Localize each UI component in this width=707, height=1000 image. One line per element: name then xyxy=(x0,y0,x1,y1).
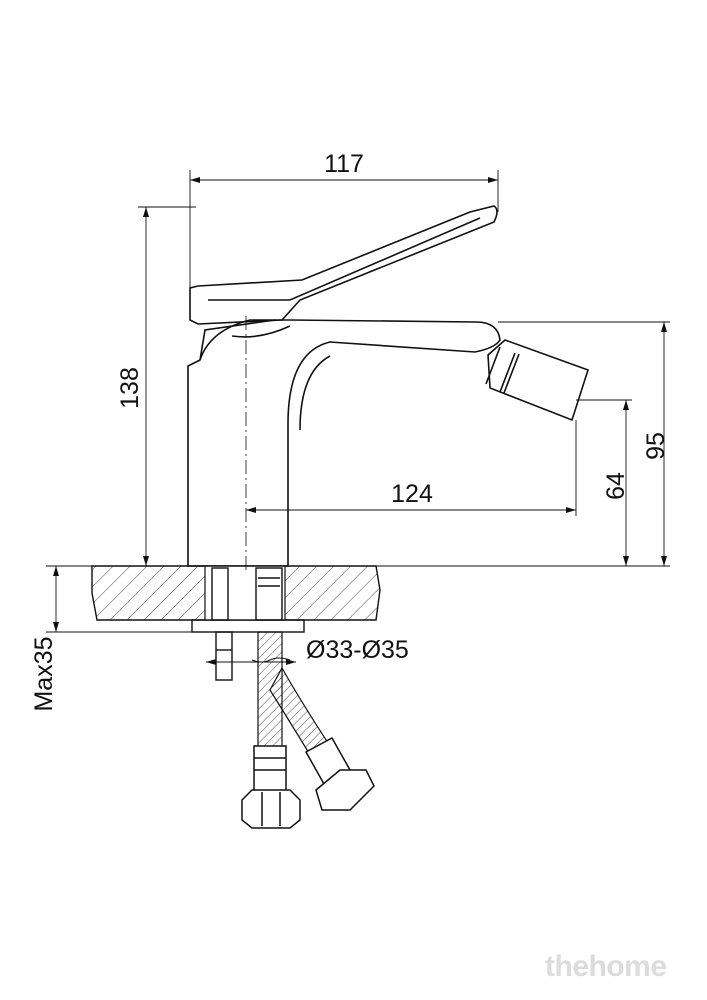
outlet-nozzle xyxy=(485,339,589,422)
dim-height-total: 138 xyxy=(116,367,144,409)
lever-handle xyxy=(189,205,498,325)
dim-outlet-height: 64 xyxy=(602,472,630,500)
dim-spout-height: 95 xyxy=(642,432,670,460)
dimension-lines xyxy=(46,170,670,663)
dimension-arrows xyxy=(53,177,667,665)
watermark-logo: thehome xyxy=(545,950,667,983)
dim-spout-reach: 124 xyxy=(391,480,433,508)
countertop xyxy=(91,565,381,621)
dim-max-thickness: Max35 xyxy=(30,636,58,711)
hose-fittings xyxy=(241,736,375,829)
faucet-body xyxy=(187,319,501,567)
dim-width-top: 117 xyxy=(324,150,364,178)
dim-hole-diameter: Ø33-Ø35 xyxy=(306,636,409,664)
mounting-hardware xyxy=(191,567,305,681)
